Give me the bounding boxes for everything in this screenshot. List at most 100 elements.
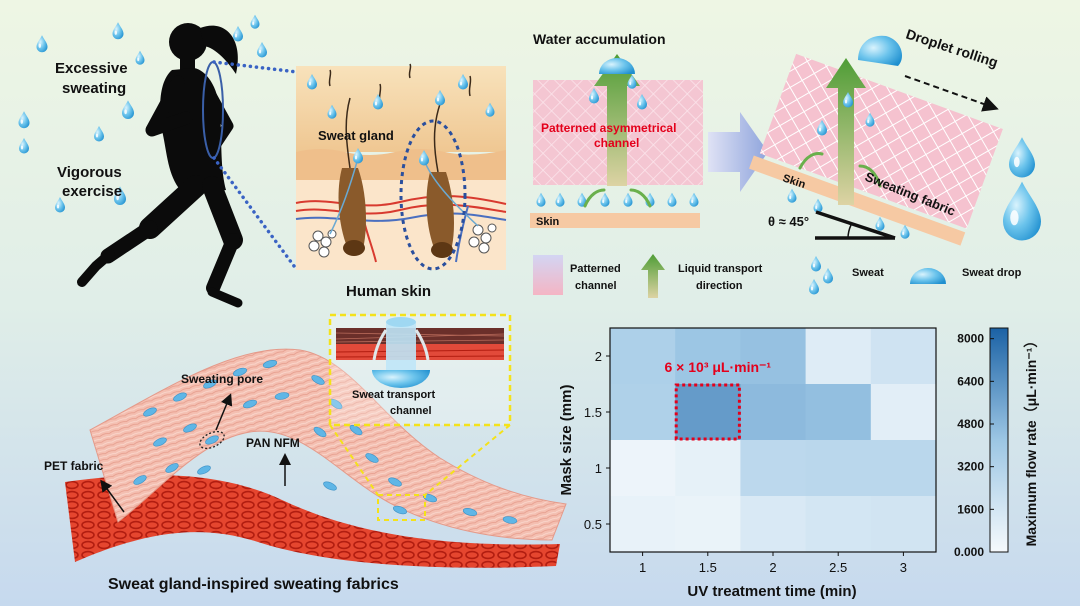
heatmap-cell: [610, 496, 676, 553]
legend: Patterned channel Liquid transport direc…: [533, 254, 1022, 298]
y-tick-label: 2: [595, 349, 602, 364]
liquid-transport-arrow: [594, 54, 640, 186]
legend-liquid-transport-line1: Liquid transport: [678, 263, 763, 275]
colorbar: [989, 327, 1009, 553]
colorbar-tick-label: 1600: [957, 502, 984, 516]
skin-label: Skin: [536, 216, 560, 228]
channel-inset: Sweat transport channel: [328, 313, 512, 521]
heatmap-cell: [610, 328, 676, 385]
heatmap-cell: [870, 496, 937, 553]
patterned-channel-label-line1: Patterned asymmetrical: [541, 121, 676, 135]
annotation-label: 6 × 10³ μL·min⁻¹: [665, 359, 772, 375]
heatmap-cell: [740, 440, 807, 497]
y-tick-label: 0.5: [584, 517, 602, 532]
heatmap-cell: [870, 384, 937, 441]
human-skin-title: Human skin: [346, 283, 431, 300]
excessive-sweating-line1: Excessive: [55, 60, 128, 77]
legend-sweat-label: Sweat: [852, 267, 884, 279]
patterned-channel-label-line2: channel: [594, 136, 639, 150]
legend-sweat-drop-icon: [910, 268, 946, 284]
legend-patterned-channel-line2: channel: [575, 280, 617, 292]
runner-silhouette: [77, 23, 243, 308]
water-accumulation-title: Water accumulation: [533, 31, 666, 47]
heatmap-cell: [675, 384, 741, 441]
y-tick-label: 1.5: [584, 405, 602, 420]
tilted-small-arrows: [798, 152, 882, 188]
inset-connector-right: [424, 424, 511, 496]
tilted-skin-bar: [749, 155, 966, 246]
x-tick-label: 2: [769, 560, 776, 575]
y-tick-label: 1: [595, 461, 602, 476]
sweat-gland-highlight-ellipse: [399, 119, 467, 271]
rolling-panel: Droplet rolling Skin Sweating fabric θ ≈…: [749, 26, 1041, 246]
zoom-connector-top: [212, 60, 299, 74]
pet-fabric-label: PET fabric: [44, 459, 104, 473]
heatmap-x-axis-title: UV treatment time (min): [687, 583, 856, 600]
skin-bar: [530, 213, 700, 228]
tilt-angle-marker: [815, 210, 896, 240]
legend-sweat-drop-label: Sweat drop: [962, 267, 1022, 279]
inset-sweat-drop: [372, 370, 430, 388]
dermis-layer: [296, 180, 506, 270]
heatmap-cell: [740, 384, 807, 441]
colorbar-tick-label: 6400: [957, 374, 984, 388]
skin-panel: Sweat gland Human skin: [295, 63, 507, 300]
heatmap-y-axis-title: Mask size (mm): [558, 385, 575, 496]
hair-follicles: [338, 168, 454, 258]
colorbar-ticks: 8000 6400 4800 3200 1600 0.000: [954, 332, 994, 559]
heatmap-cell: [610, 384, 676, 441]
x-tick-label: 1.5: [699, 560, 717, 575]
fabric-panel-title: Sweat gland-inspired sweating fabrics: [108, 576, 399, 593]
heatmap-cell: [675, 328, 741, 385]
x-tick-label: 3: [900, 560, 907, 575]
inset-channel-top: [386, 317, 416, 327]
heatmap-cell: [610, 440, 676, 497]
zoom-connector-bottom: [212, 156, 299, 272]
colorbar-tick-label: 0.000: [954, 545, 984, 559]
tilted-transport-arrow: [826, 58, 866, 205]
heatmap-cell: [740, 496, 807, 553]
heatmap-cell: [805, 440, 872, 497]
colorbar-tick-label: 4800: [957, 417, 984, 431]
highlighted-pore-ring: [199, 430, 225, 450]
pan-nfm-layer: [89, 348, 567, 541]
heatmap-annotation: 6 × 10³ μL·min⁻¹: [665, 359, 772, 441]
sweat-transport-channel-line1: Sweat transport: [352, 389, 435, 401]
accumulation-panel: Water accumulation Patterned asymmetrica…: [530, 31, 703, 228]
heatmap-cells: [610, 328, 937, 553]
heatmap-chart: 1 1.5 2 2.5 3 2 1.5 1 0.5 6 × 10³ μL·min⁻¹ Mask …: [558, 327, 1039, 600]
tilted-fabric: [749, 53, 1003, 246]
colorbar-tick-label: 8000: [957, 332, 984, 346]
colorbar-label: Maximum flow rate（μL·min⁻¹）: [1023, 334, 1039, 547]
runner-panel: Excessive sweating Vigorous exercise: [18, 14, 299, 308]
heatmap-cell: [675, 440, 741, 497]
vigorous-exercise-line2: exercise: [62, 183, 122, 200]
sweat-gland-coils: [308, 157, 497, 258]
heatmap-cell: [805, 328, 872, 385]
small-transport-arrows: [583, 188, 652, 208]
heatmap-cell: [740, 328, 807, 385]
heatmap-axes: 1 1.5 2 2.5 3 2 1.5 1 0.5: [584, 349, 907, 575]
x-tick-label: 2.5: [829, 560, 847, 575]
transition-arrow: [708, 112, 768, 192]
heatmap-cell: [870, 328, 937, 385]
heatmap-cell: [805, 496, 872, 553]
accumulated-droplet: [599, 58, 635, 74]
heatmap-cell: [675, 496, 741, 553]
x-tick-label: 1: [639, 560, 646, 575]
pet-fabric-layer: [65, 475, 560, 568]
sweat-transport-channel-line2: channel: [390, 405, 432, 417]
tilt-angle-label: θ ≈ 45°: [768, 214, 809, 229]
rolling-direction-arrow: [904, 75, 999, 112]
sweating-pores: [133, 360, 518, 524]
legend-transport-arrow-icon: [641, 254, 665, 298]
colorbar-tick-label: 3200: [957, 460, 984, 474]
rolling-droplets: [787, 35, 1041, 241]
vigorous-exercise-line1: Vigorous: [57, 164, 122, 181]
heatmap-cell: [805, 384, 872, 441]
sweat-gland-label: Sweat gland: [318, 128, 394, 143]
annotation-box: [674, 383, 741, 441]
excessive-sweating-line2: sweating: [62, 80, 126, 97]
